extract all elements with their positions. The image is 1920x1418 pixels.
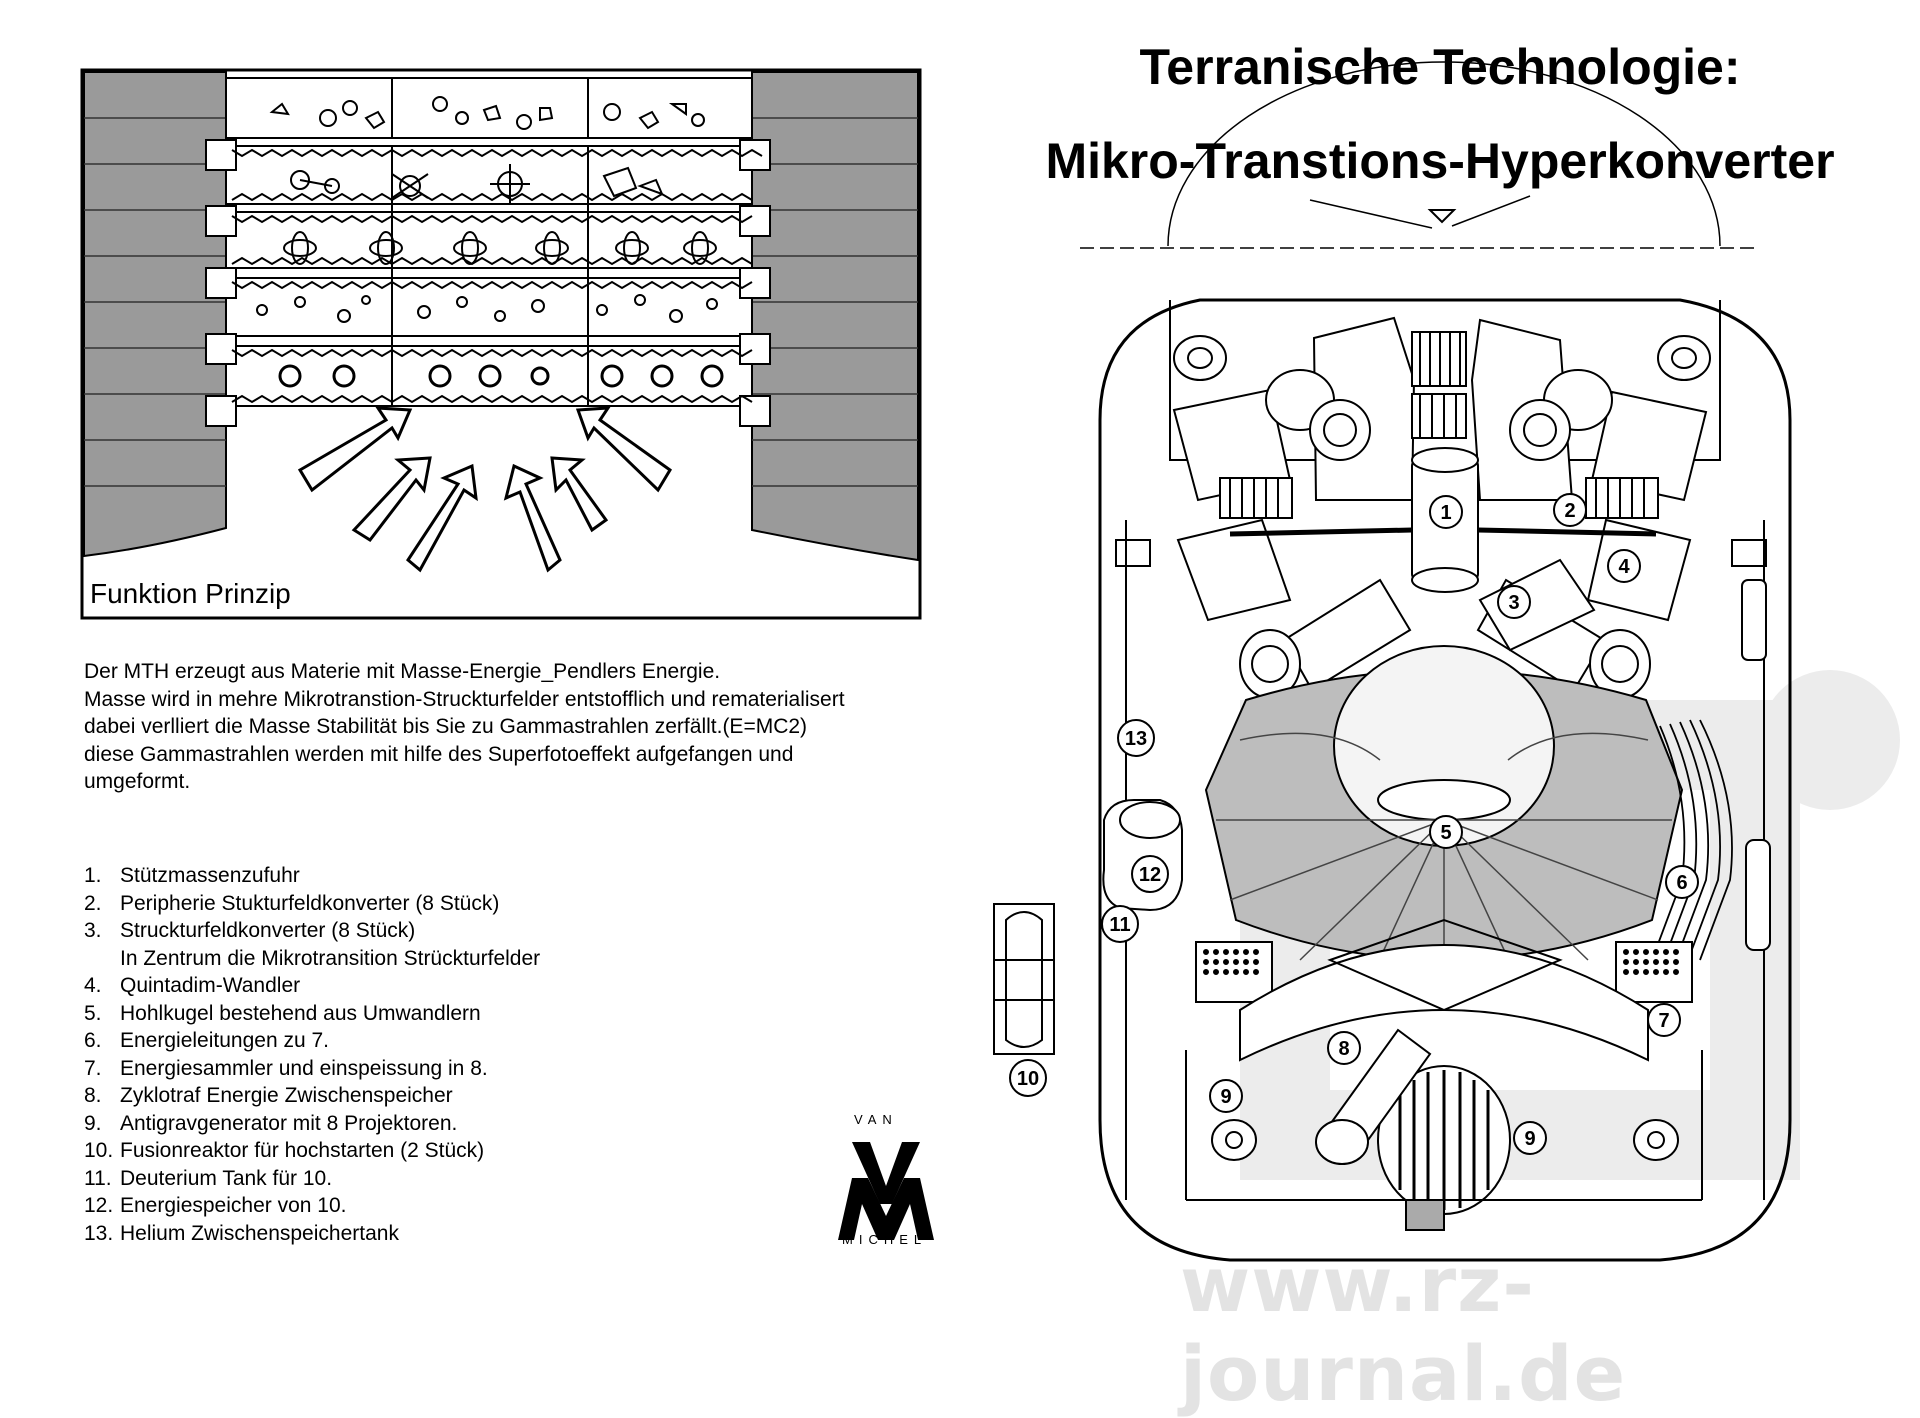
legend-number: 12. — [84, 1194, 114, 1217]
legend-text: Antigravgenerator mit 8 Projektoren. — [120, 1111, 458, 1135]
callout-9a-label: 9 — [1220, 1086, 1231, 1108]
callout-13-label: 13 — [1125, 728, 1147, 750]
callout-9b: 9 — [1513, 1121, 1547, 1155]
callout-2-label: 2 — [1564, 500, 1575, 522]
legend-item: 6. Energieleitungen zu 7. — [84, 1027, 540, 1055]
legend-item: 12. Energiespeicher von 10. — [84, 1192, 540, 1220]
callout-5: 5 — [1429, 815, 1463, 849]
title-line-2: Mikro-Transtions-Hyperkonverter — [1045, 133, 1835, 189]
legend-number: 13. — [84, 1221, 114, 1245]
legend-text: Struckturfeldkonverter (8 Stück) — [120, 919, 416, 942]
callout-8-label: 8 — [1338, 1038, 1349, 1060]
legend-number: 3. — [84, 919, 102, 942]
callout-12-label: 12 — [1139, 864, 1161, 886]
callout-6-label: 6 — [1676, 872, 1687, 894]
title-line-1: Terranische Technologie: — [1139, 39, 1741, 95]
description-line: Der MTH erzeugt aus Materie mit Masse-En… — [84, 660, 721, 683]
van-michel-logo-mark — [838, 1142, 934, 1240]
callout-13: 13 — [1117, 719, 1155, 757]
legend-number: 9. — [84, 1111, 102, 1135]
principle-panel — [80, 68, 922, 620]
legend-number: 10. — [84, 1139, 114, 1162]
legend-text: Energieleitungen zu 7. — [120, 1029, 329, 1052]
legend-item: 3. Struckturfeldkonverter (8 Stück) — [84, 917, 540, 945]
legend-text: Energiespeicher von 10. — [120, 1194, 347, 1217]
callout-3: 3 — [1497, 585, 1531, 619]
callout-10-label: 10 — [1017, 1068, 1039, 1090]
legend-item-continuation: In Zentrum die Mikrotransition Strücktur… — [84, 945, 540, 973]
legend-number: 4. — [84, 974, 102, 997]
legend-number: 11. — [84, 1166, 112, 1190]
callout-5-label: 5 — [1440, 822, 1451, 844]
legend-text: Peripherie Stukturfeldkonverter (8 Stück… — [120, 891, 500, 915]
callout-12: 12 — [1131, 855, 1169, 893]
legend-item: 10. Fusionreaktor für hochstarten (2 Stüc… — [84, 1137, 540, 1165]
legend-item: 7. Energiesammler und einspeissung in 8. — [84, 1055, 540, 1083]
legend-item: 5. Hohlkugel bestehend aus Umwandlern — [84, 1000, 540, 1028]
callout-11: 11 — [1101, 905, 1139, 943]
callout-8: 8 — [1327, 1031, 1361, 1065]
watermark-url: www.rz-journal.de — [1180, 1240, 1627, 1418]
legend-text: Helium Zwischenspeichertank — [120, 1221, 399, 1245]
callout-1-label: 1 — [1440, 502, 1451, 524]
legend-item: 11. Deuterium Tank für 10. — [84, 1165, 540, 1193]
legend-text: Deuterium Tank für 10. — [120, 1166, 333, 1190]
legend-item: 9. Antigravgenerator mit 8 Projektoren. — [84, 1110, 540, 1138]
legend-text: Quintadim-Wandler — [120, 974, 301, 997]
description-line: umgeformt. — [84, 770, 191, 793]
callout-markers: 1 2 3 4 5 6 7 8 9 9 10 11 12 13 — [1009, 493, 1699, 1155]
callout-10: 10 — [1009, 1059, 1047, 1097]
description-line: Masse wird in mehre Mikrotranstion-Struc… — [84, 687, 845, 711]
legend-number: 7. — [84, 1056, 102, 1080]
legend-item: 4. Quintadim-Wandler — [84, 972, 540, 1000]
legend-number: 6. — [84, 1029, 102, 1052]
callout-11-label: 11 — [1109, 914, 1130, 936]
callout-7-label: 7 — [1658, 1010, 1669, 1032]
legend-text: In Zentrum die Mikrotransition Strücktur… — [120, 946, 541, 970]
legend-number: 2. — [84, 891, 102, 915]
callout-4-label: 4 — [1618, 556, 1630, 578]
callout-6: 6 — [1665, 865, 1699, 899]
callout-9a: 9 — [1209, 1079, 1243, 1113]
logo-top-text: VAN — [854, 1112, 898, 1127]
principle-caption: Funktion Prinzip — [90, 578, 291, 609]
legend-list: 1. Stützmassenzufuhr 2. Peripherie Stuktur… — [84, 862, 540, 1247]
callout-2: 2 — [1553, 493, 1587, 527]
illustration-canvas: 1 2 3 4 5 6 7 8 9 9 10 11 12 13 — [80, 61, 1900, 1262]
callout-4: 4 — [1607, 549, 1641, 583]
legend-item: 8. Zyklotraf Energie Zwischenspeicher — [84, 1082, 540, 1110]
legend-text: Energiesammler und einspeissung in 8. — [120, 1056, 488, 1080]
callout-7: 7 — [1647, 1003, 1681, 1037]
legend-text: Stützmassenzufuhr — [120, 864, 300, 887]
callout-1: 1 — [1429, 495, 1463, 529]
callout-9b-label: 9 — [1524, 1128, 1535, 1150]
mth-cross-section — [993, 61, 1792, 1262]
legend-number: 8. — [84, 1084, 102, 1107]
description-line: diese Gammastrahlen werden mit hilfe des… — [84, 742, 794, 766]
legend-item: 1. Stützmassenzufuhr — [84, 862, 540, 890]
description: Der MTH erzeugt aus Materie mit Masse-En… — [84, 658, 964, 796]
legend-text: Fusionreaktor für hochstarten (2 Stück) — [120, 1139, 485, 1162]
van-michel-logo: VAN MICHEL — [832, 1112, 942, 1252]
legend-number: 1. — [84, 864, 102, 887]
legend-text: Hohlkugel bestehend aus Umwandlern — [120, 1001, 481, 1025]
logo-bottom-text: MICHEL — [842, 1232, 928, 1247]
description-line: dabei verlliert die Masse Stabilität bis… — [84, 715, 808, 738]
legend-item: 13.Helium Zwischenspeichertank — [84, 1220, 540, 1248]
legend-number: 5. — [84, 1001, 102, 1025]
legend-item: 2. Peripherie Stukturfeldkonverter (8 Stü… — [84, 890, 540, 918]
legend-text: Zyklotraf Energie Zwischenspeicher — [120, 1084, 453, 1107]
callout-3-label: 3 — [1508, 592, 1519, 614]
